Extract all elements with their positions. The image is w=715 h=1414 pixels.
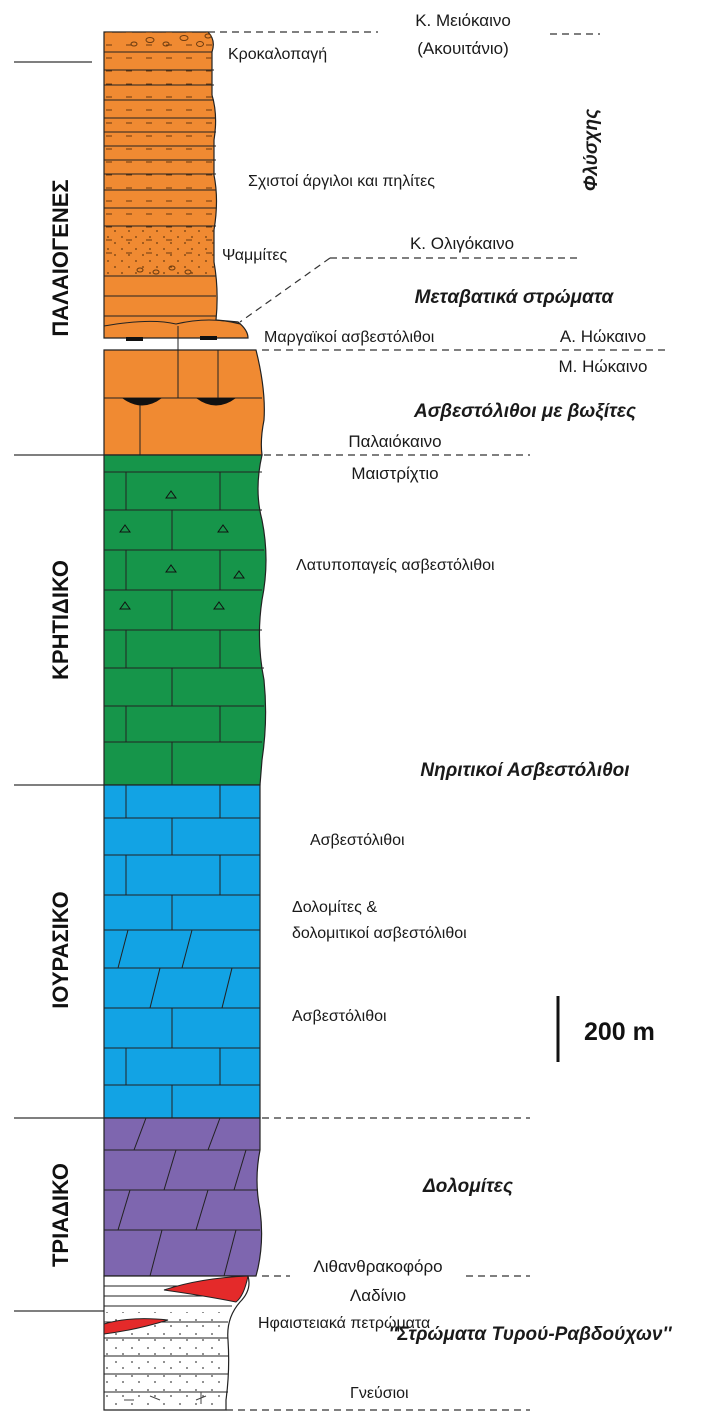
volcanic-lens (163, 1275, 249, 1303)
bauxite-limestone-unit (103, 349, 265, 456)
lithology-labels: Κροκαλοπαγή Σχιστοί άργιλοι και πηλίτες … (222, 46, 495, 1402)
lithology-dolomites-line1: Δολομίτες & (292, 899, 377, 916)
formation-transitional: Μεταβατικά στρώματα (415, 287, 615, 308)
age-carboniferous: Λιθανθρακοφόρο (313, 1257, 442, 1276)
lithology-limestones-lower: Ασβεστόλιθοι (292, 1008, 387, 1025)
formation-tyros-beds: ''Στρώματα Τυρού-Ραβδούχων'' (388, 1324, 672, 1345)
marl-lens (126, 337, 143, 341)
gneiss-symbols (124, 1392, 207, 1404)
jurassic-unit (103, 784, 261, 1119)
triassic-dolomite-unit (103, 1117, 263, 1277)
age-paleocene: Παλαιόκαινο (348, 432, 441, 451)
age-middle-eocene: Μ. Ηώκαινο (558, 357, 647, 376)
lithology-limestones-upper: Ασβεστόλιθοι (310, 832, 405, 849)
age-aquitanian: (Ακουιτάνιο) (417, 39, 509, 58)
period-label-paleogene: ΠΑΛΑΙΟΓΕΝΕΣ (48, 179, 73, 336)
boundary-line (239, 257, 331, 323)
conglomerate-pebbles (130, 33, 212, 275)
lithology-gneiss: Γνεύσιοι (350, 1385, 409, 1402)
period-label-cretaceous: ΚΡΗΤΙΔΙΚΟ (48, 560, 73, 680)
period-label-jurassic: ΙΟΥΡΑΣΙΚΟ (48, 891, 73, 1009)
formation-neritic: Νηριτικοί Ασβεστόλιθοι (420, 760, 629, 781)
formation-dolomites: Δολομίτες (422, 1176, 514, 1197)
period-column: ΠΑΛΑΙΟΓΕΝΕΣ ΚΡΗΤΙΔΙΚΟ ΙΟΥΡΑΣΙΚΟ ΤΡΙΑΔΙΚΟ (14, 61, 105, 1312)
rudist-symbols (119, 490, 245, 610)
marly-band-top (103, 319, 241, 327)
lithology-marly-limestones: Μαργαϊκοί ασβεστόλιθοι (264, 329, 435, 346)
flysch-bedding (104, 51, 216, 317)
volcanic-lens (103, 1318, 169, 1335)
marl-lens (200, 336, 217, 340)
scale-bar: 200 m (556, 996, 655, 1062)
stratigraphic-column (103, 31, 267, 1411)
bauxite-lens (122, 398, 162, 406)
age-miocene: Κ. Μειόκαινο (415, 11, 511, 30)
age-upper-eocene: Α. Ηώκαινο (560, 327, 646, 346)
cretaceous-bedding (104, 471, 264, 785)
age-oligocene: Κ. Ολιγόκαινο (410, 234, 514, 253)
lithology-conglomerate: Κροκαλοπαγή (228, 46, 327, 63)
lithology-volcanic: Ηφαιστειακά πετρώματα (258, 1315, 430, 1332)
lithology-shales: Σχιστοί άργιλοι και πηλίτες (248, 173, 435, 190)
lithology-dolomites-line2: δολομιτικοί ασβεστόλιθοι (292, 925, 467, 942)
formation-labels: Φλύσχης Μεταβατικά στρώματα Ασβεστόλιθοι… (388, 108, 672, 1345)
lithology-sandstones: Ψαμμίτες (222, 247, 287, 264)
formation-flysch: Φλύσχης (581, 108, 602, 191)
bauxite-lens (196, 398, 236, 406)
period-label-triassic: ΤΡΙΑΔΙΚΟ (48, 1163, 73, 1267)
cretaceous-unit (103, 454, 267, 786)
sandstone-pattern (104, 226, 216, 276)
scale-bar-label: 200 m (584, 1018, 655, 1046)
age-maastrichtian: Μαιστρίχτιο (351, 464, 438, 483)
age-boundaries (208, 31, 665, 1411)
jurassic-bedding (104, 785, 260, 1118)
age-ladinian: Λαδίνιο (350, 1286, 406, 1305)
triassic-bedding (104, 1117, 260, 1277)
formation-bauxite-limestones: Ασβεστόλιθοι με βωξίτες (413, 401, 637, 422)
age-labels: Κ. Μειόκαινο (Ακουιτάνιο) Κ. Ολιγόκαινο … (313, 11, 647, 1305)
lithology-rudist-limestones: Λατυποπαγείς ασβεστόλιθοι (296, 557, 495, 574)
